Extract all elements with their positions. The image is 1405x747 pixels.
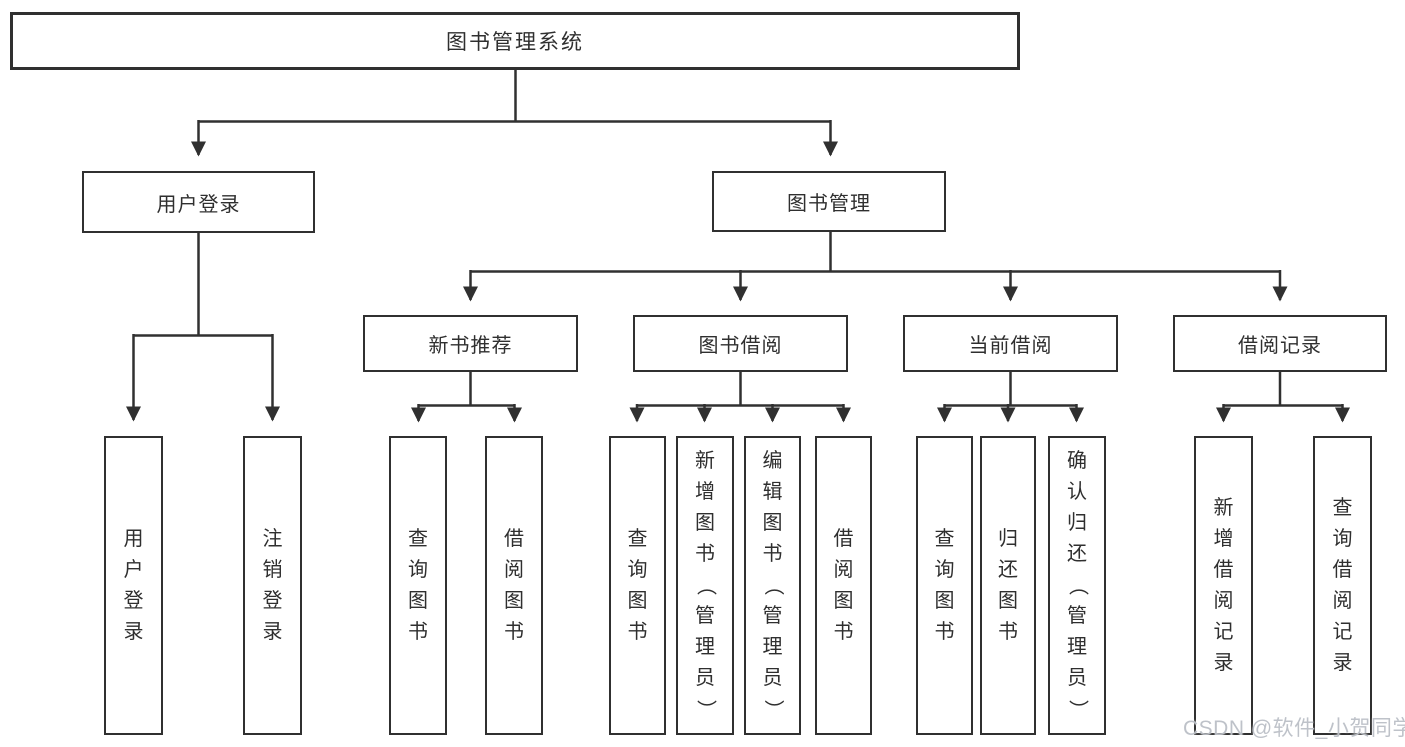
connector-current-borrow: [944, 372, 1077, 407]
leaf-query-books-1: 查询图书: [389, 436, 447, 735]
leaf-borrow-books-2: 借阅图书: [815, 436, 872, 735]
node-user-login: 用户登录: [82, 171, 315, 233]
leaf-add-books-admin-label: 新增图书（管理员）: [694, 450, 717, 720]
leaf-query-borrow-record: 查询借阅记录: [1313, 436, 1372, 735]
leaf-borrow-books-2-label: 借阅图书: [833, 527, 854, 643]
node-borrow-records: 借阅记录: [1173, 315, 1387, 372]
leaf-query-books-1-label: 查询图书: [408, 527, 428, 643]
node-current-borrow-label: 当前借阅: [968, 335, 1053, 357]
watermark: CSDN @软件_小贺同学: [1183, 717, 1405, 740]
connector-book-borrow: [637, 372, 844, 407]
connector-new-book: [418, 372, 515, 407]
connector-user-login: [133, 233, 273, 337]
leaf-logout: 注销登录: [243, 436, 302, 735]
node-current-borrow: 当前借阅: [903, 315, 1118, 372]
leaf-add-borrow-record-label: 新增借阅记录: [1213, 496, 1234, 674]
connector-book-management: [470, 232, 1280, 273]
connector-root: [198, 70, 831, 123]
node-root: 图书管理系统: [10, 12, 1020, 70]
leaf-confirm-return-admin: 确认归还（管理员）: [1048, 436, 1106, 735]
leaf-user-login: 用户登录: [104, 436, 163, 735]
connector-borrow-records: [1223, 372, 1343, 407]
leaf-add-books-admin: 新增图书（管理员）: [676, 436, 734, 735]
leaf-borrow-books-1-label: 借阅图书: [504, 527, 524, 643]
leaf-return-books-label: 归还图书: [998, 527, 1018, 643]
node-user-login-label: 用户登录: [156, 193, 241, 216]
leaf-user-login-label: 用户登录: [123, 527, 144, 643]
leaf-return-books: 归还图书: [980, 436, 1036, 735]
leaf-edit-books-admin-label: 编辑图书（管理员）: [762, 450, 784, 720]
node-book-management: 图书管理: [712, 171, 946, 232]
leaf-edit-books-admin: 编辑图书（管理员）: [744, 436, 801, 735]
leaf-add-borrow-record: 新增借阅记录: [1194, 436, 1253, 735]
leaf-query-books-3: 查询图书: [916, 436, 973, 735]
leaf-query-books-2-label: 查询图书: [627, 527, 648, 643]
leaf-query-borrow-record-label: 查询借阅记录: [1332, 496, 1353, 674]
node-book-borrow: 图书借阅: [633, 315, 848, 372]
node-book-management-label: 图书管理: [787, 193, 871, 215]
leaf-logout-label: 注销登录: [262, 527, 283, 643]
node-book-borrow-label: 图书借阅: [698, 335, 783, 357]
leaf-query-books-2: 查询图书: [609, 436, 666, 735]
node-root-label: 图书管理系统: [446, 31, 584, 54]
leaf-confirm-return-admin-label: 确认归还（管理员）: [1066, 450, 1089, 720]
node-new-book-recommend: 新书推荐: [363, 315, 578, 372]
leaf-borrow-books-1: 借阅图书: [485, 436, 543, 735]
node-borrow-records-label: 借阅记录: [1238, 335, 1322, 357]
leaf-query-books-3-label: 查询图书: [934, 527, 955, 643]
node-new-book-recommend-label: 新书推荐: [428, 335, 513, 357]
